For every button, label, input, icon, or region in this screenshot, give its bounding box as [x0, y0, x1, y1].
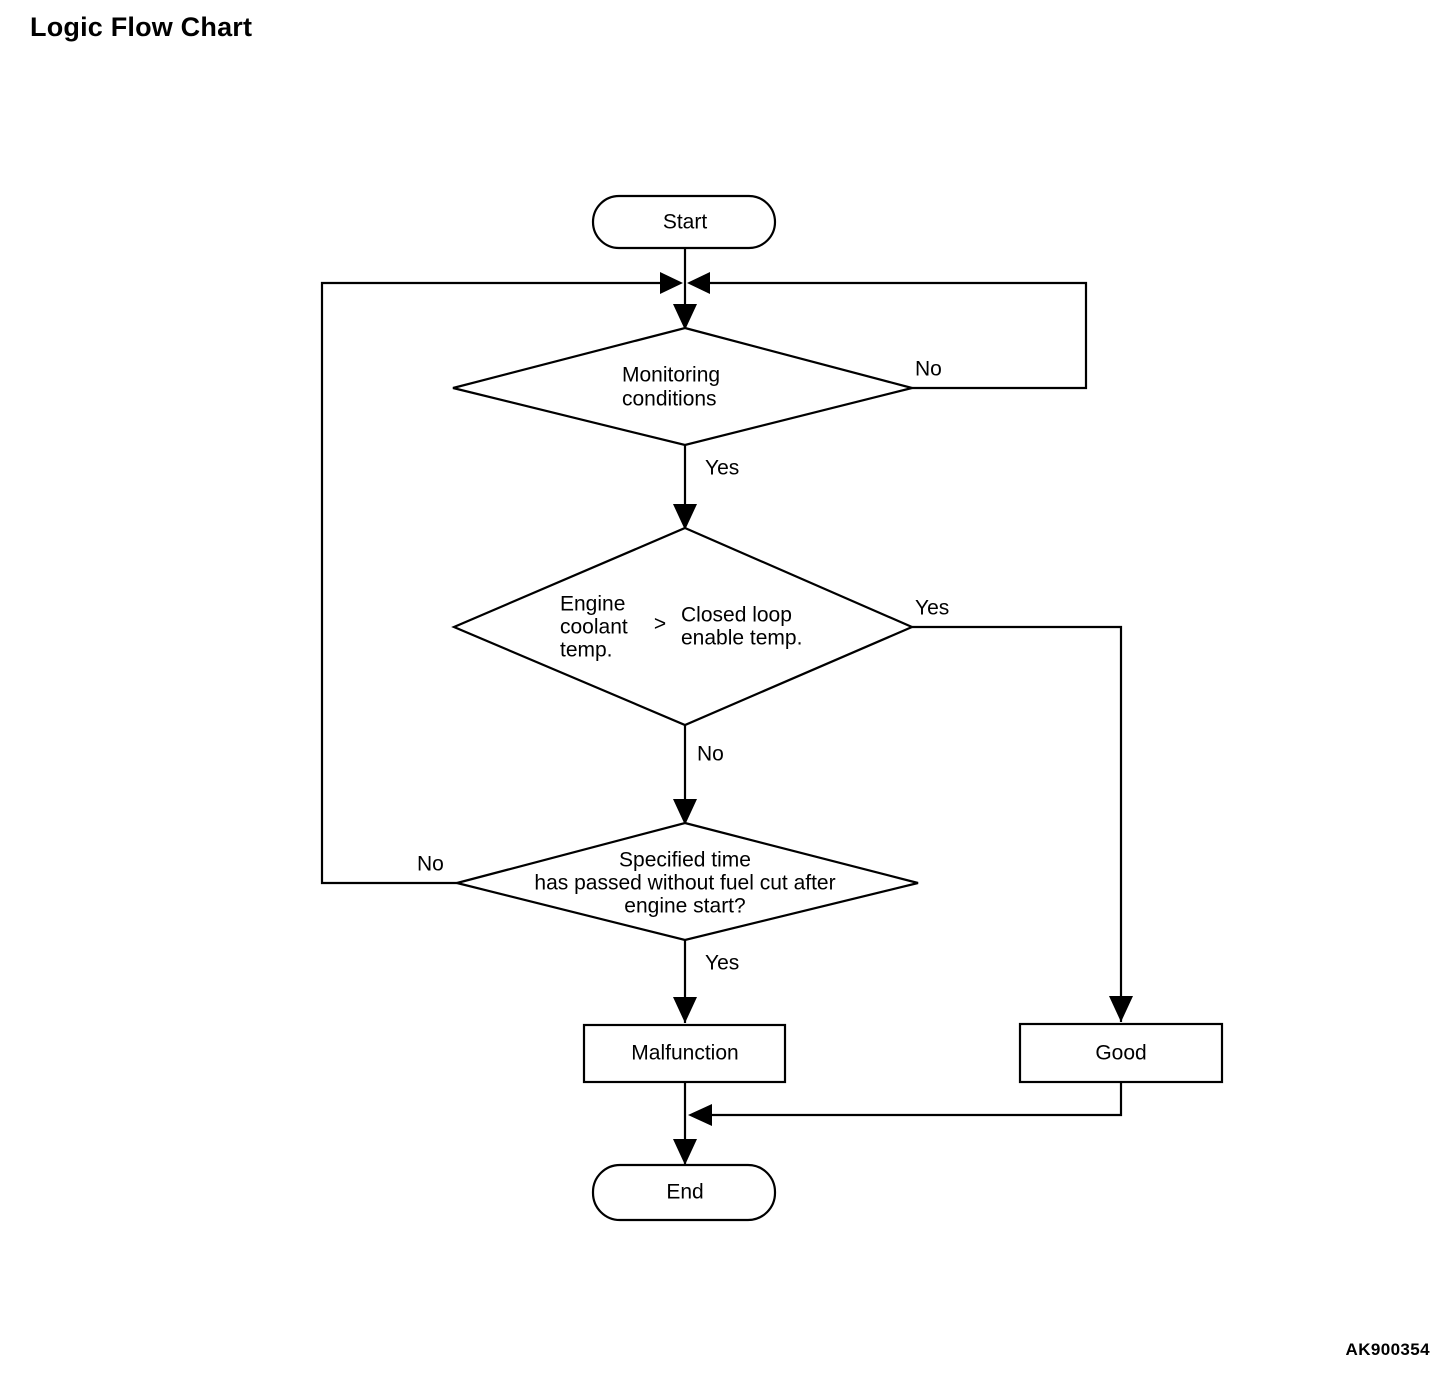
- node-coolant-temp-left-line2: coolant: [560, 616, 628, 639]
- node-start-label: Start: [663, 211, 708, 234]
- arrowhead-into-end: [673, 1139, 697, 1165]
- node-monitoring-conditions[interactable]: [452, 326, 913, 447]
- node-specified-time-line1: Specified time: [619, 849, 751, 872]
- arrowhead-merge-from-right: [687, 272, 710, 294]
- edge-d3-no-loop: [320, 281, 672, 885]
- node-specified-time-passed[interactable]: [456, 821, 919, 942]
- node-good-label: Good: [1095, 1042, 1146, 1065]
- arrowhead-into-malfunction: [673, 997, 697, 1023]
- arrowhead-merge-from-left: [660, 272, 683, 294]
- node-malfunction-label: Malfunction: [631, 1042, 738, 1065]
- edge-d1-no-loop: [698, 281, 1088, 390]
- node-coolant-temp-operator: >: [654, 613, 666, 636]
- edge-label-d1-no: No: [915, 358, 942, 381]
- edge-good-to-end: [700, 1082, 1123, 1117]
- node-coolant-temp-right-line1: Closed loop: [681, 604, 792, 627]
- arrowhead-into-d2: [673, 504, 697, 530]
- node-end[interactable]: [591, 1163, 777, 1222]
- edge-label-d1-yes: Yes: [705, 457, 739, 480]
- edge-label-d3-yes: Yes: [705, 952, 739, 975]
- node-end-label: End: [666, 1181, 703, 1204]
- arrowhead-into-d1: [673, 304, 697, 330]
- edge-label-d3-no: No: [417, 853, 444, 876]
- node-specified-time-line3: engine start?: [624, 895, 745, 918]
- node-coolant-temp-left-line3: temp.: [560, 639, 613, 662]
- arrowhead-into-d3: [673, 799, 697, 825]
- page-title: Logic Flow Chart: [30, 12, 253, 42]
- node-monitoring-conditions-line2: conditions: [622, 388, 717, 411]
- node-coolant-temp-left-line1: Engine: [560, 593, 625, 616]
- node-coolant-temp-compare[interactable]: [451, 526, 915, 727]
- node-specified-time-line2: has passed without fuel cut after: [534, 872, 835, 895]
- node-coolant-temp-right-line2: enable temp.: [681, 627, 802, 650]
- arrowhead-good-merge: [688, 1104, 712, 1126]
- node-malfunction[interactable]: [582, 1023, 787, 1084]
- node-start[interactable]: [591, 194, 777, 250]
- node-good[interactable]: [1018, 1022, 1224, 1084]
- node-monitoring-conditions-line1: Monitoring: [622, 364, 720, 387]
- edge-d2-yes-to-good: [912, 625, 1123, 1022]
- edge-label-d2-no: No: [697, 743, 724, 766]
- arrowhead-into-good: [1109, 996, 1133, 1022]
- figure-code: AK900354: [1345, 1340, 1430, 1359]
- edge-label-d2-yes: Yes: [915, 597, 949, 620]
